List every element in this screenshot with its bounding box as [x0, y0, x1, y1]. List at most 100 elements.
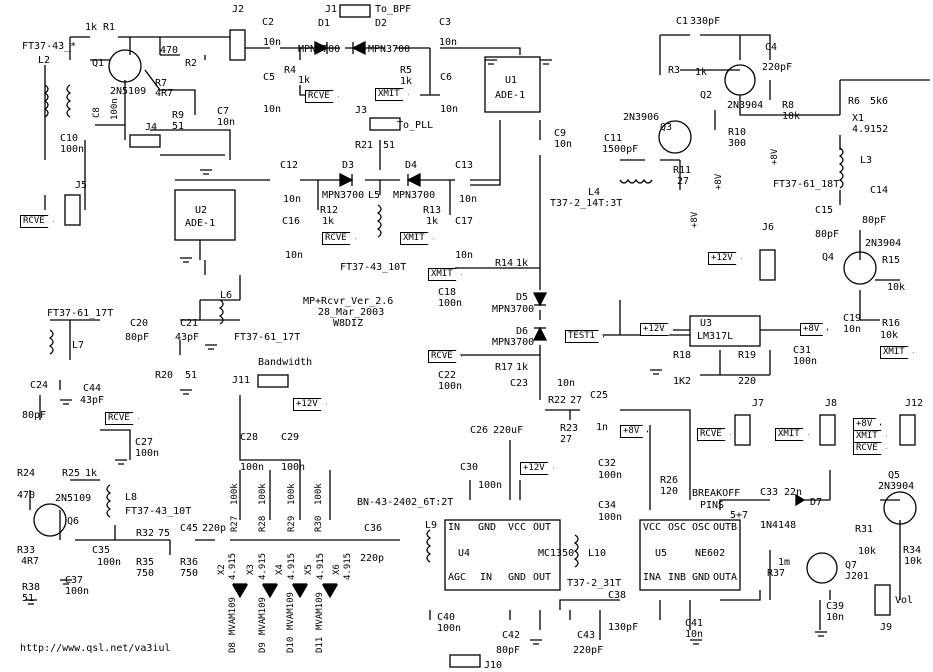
- c36-value: 220p: [360, 553, 385, 564]
- x3-ref: X3: [246, 564, 256, 575]
- r17-ref: R17: [495, 362, 514, 373]
- plus8v-flag-j12: +8V: [853, 418, 881, 431]
- l3-ref: L3: [860, 155, 873, 166]
- connectors: [64, 4, 916, 668]
- q4-ref: Q4: [822, 252, 835, 263]
- xmit-flag-j8: XMIT: [775, 428, 809, 441]
- q1-ref: Q1: [92, 58, 105, 69]
- r30-ref: R30: [314, 515, 324, 532]
- ic-bodies: [174, 56, 761, 591]
- j5-label: J5: [75, 180, 88, 191]
- c4-ref: C4: [765, 42, 778, 53]
- u4-pin-in: IN: [448, 522, 461, 533]
- u3-ref: U3: [700, 318, 713, 329]
- rcve-flag-j7: RCVE: [697, 428, 731, 441]
- c26-value: 220uF: [493, 425, 524, 436]
- u5-part: NE602: [695, 548, 726, 559]
- c17-ref: C17: [455, 216, 474, 227]
- l6-value: FT37-61_17T: [234, 332, 301, 343]
- r32-value: 75: [158, 528, 171, 539]
- l4-value: T37-2_14T:3T: [550, 198, 623, 209]
- pins-nums-label: 5+7: [730, 510, 749, 521]
- l2-ref: L2: [38, 55, 51, 66]
- c36-ref: C36: [364, 523, 383, 534]
- j7-label: J7: [752, 398, 765, 409]
- r33-ref: R33: [17, 545, 36, 556]
- xmit-flag-j12: XMIT: [853, 430, 887, 443]
- title-line1: MP+Rcvr_Ver_2.6: [303, 296, 394, 307]
- c14-ref: C14: [870, 185, 889, 196]
- r19-value: 220: [738, 376, 757, 387]
- r15-ref: R15: [882, 255, 901, 266]
- diodes: [231, 40, 806, 599]
- j6-label: J6: [762, 222, 775, 233]
- c32-ref: C32: [598, 458, 617, 469]
- d4-value: MPN3700: [393, 190, 436, 201]
- u5-pin-ina: INA: [643, 572, 662, 583]
- c18-ref: C18: [438, 287, 457, 298]
- q3-part: 2N3906: [623, 112, 660, 123]
- r14-value: 1k: [516, 258, 529, 269]
- q7-part: J201: [845, 571, 870, 582]
- plus12v-flag-j11: +12V: [293, 398, 327, 411]
- r38-value: 51: [22, 593, 35, 604]
- title-line2: 28_Mar_2003: [318, 307, 385, 318]
- l10-ref: L10: [588, 548, 607, 559]
- u4-pin-agc: AGC: [448, 572, 467, 583]
- c7-ref: C7: [217, 106, 230, 117]
- j10-label: J10: [484, 660, 503, 671]
- c8-value: 100n: [110, 98, 120, 120]
- rcve-flag-l8: RCVE: [105, 412, 139, 425]
- u5-pin-outb: OUTB: [713, 522, 738, 533]
- x3-value: 4.915: [258, 552, 268, 580]
- c44-ref: C44: [83, 383, 102, 394]
- source-url[interactable]: http://www.qsl.net/va3iul: [20, 643, 171, 654]
- breakoff-label: BREAKOFF: [692, 488, 741, 499]
- c9-value: 10n: [554, 139, 573, 150]
- x2-ref: X2: [217, 564, 227, 575]
- u5-pin-vcc: VCC: [643, 522, 662, 533]
- u5-pin-inb: INB: [668, 572, 687, 583]
- rcve-flag-j5: RCVE: [20, 215, 54, 228]
- q5-ref: Q5: [888, 470, 901, 481]
- c10-ref: C10: [60, 133, 79, 144]
- c39-ref: C39: [826, 601, 845, 612]
- r12-value: 1k: [322, 216, 335, 227]
- c40-ref: C40: [437, 612, 456, 623]
- c10-value: 100n: [60, 144, 85, 155]
- c27-value: 100n: [135, 448, 160, 459]
- j9-label: J9: [880, 622, 893, 633]
- c1-value: 330pF: [690, 16, 721, 27]
- c2-value: 10n: [263, 37, 282, 48]
- c33-value: 22n: [784, 487, 803, 498]
- d11-value: MVAM109: [315, 592, 325, 630]
- r31-value: 10k: [858, 546, 877, 557]
- d7-value: 1N4148: [760, 520, 797, 531]
- r29-ref: R29: [287, 515, 297, 532]
- plus8v-flag-r8: +8V: [770, 148, 780, 165]
- inductors: [43, 84, 844, 568]
- d8-value: MVAM109: [228, 597, 238, 635]
- c25-ref: C25: [590, 390, 609, 401]
- u4-pin-out: OUT: [533, 522, 552, 533]
- c29-ref: C29: [281, 432, 300, 443]
- l8-ref: L8: [125, 492, 138, 503]
- c44-value: 43pF: [80, 395, 105, 406]
- rcve-flag-r12: RCVE: [322, 232, 356, 245]
- xmit-flag-r13: XMIT: [400, 232, 434, 245]
- d10-value: MVAM109: [286, 592, 296, 630]
- u2-ref: U2: [195, 205, 208, 216]
- d1-value: MPN3700: [298, 44, 341, 55]
- q3-ref: Q3: [660, 122, 673, 133]
- c45-ref: C45: [180, 523, 199, 534]
- to-bpf-label: To_BPF: [375, 4, 412, 15]
- r21-ref: R21: [355, 140, 374, 151]
- c23-value: 10n: [557, 378, 576, 389]
- c35-value: 100n: [97, 557, 122, 568]
- c5-ref: C5: [263, 72, 276, 83]
- d5-value: MPN3700: [492, 304, 535, 315]
- c16-value: 10n: [285, 250, 304, 261]
- r23-value: 27: [560, 434, 573, 445]
- u5-pin-gnd: GND: [692, 572, 711, 583]
- l6-ref: L6: [220, 290, 233, 301]
